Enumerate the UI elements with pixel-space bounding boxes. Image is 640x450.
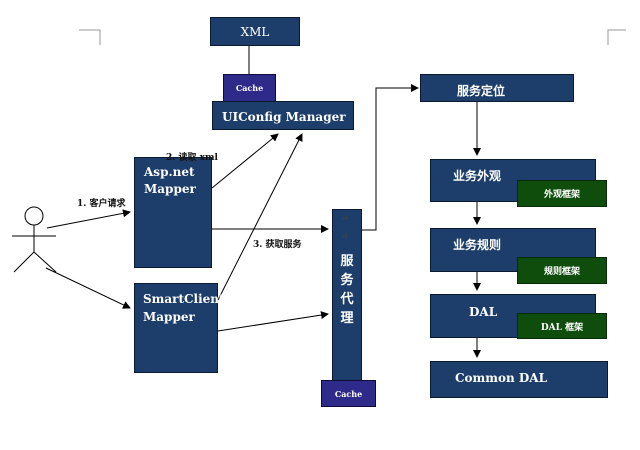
service-proxy-label: 服 务 代 理 [337, 252, 357, 328]
uiconfig-manager-label: UIConfig Manager [222, 110, 346, 124]
xml-box: XML [210, 17, 300, 46]
step1-label: 1. 客户请求 [77, 199, 126, 209]
arrow-proxy-to-locator [362, 84, 419, 231]
service-proxy-char-2: 务 [340, 273, 354, 288]
arrow-smartclient-to-proxy [217, 311, 329, 332]
smartclient-mapper-box: SmartClient Mapper [134, 283, 225, 373]
aspnet-mapper-label-1: Asp.net [144, 165, 195, 179]
xml-box-label: XML [240, 25, 270, 39]
arrow-smartclient-to-uiconfig [217, 133, 303, 301]
proxy-cache-label: Cache [334, 388, 363, 399]
paragraph-mark-1: ↵ [341, 214, 349, 224]
rules-framework-label: 规则框架 [543, 267, 580, 277]
service-proxy-char-3: 代 [340, 292, 354, 307]
uiconfig-cache-box: Cache [223, 74, 276, 102]
service-proxy-box [332, 209, 362, 389]
rules-framework-box: 规则框架 [517, 257, 607, 284]
paragraph-mark-2: ↵ [341, 232, 349, 242]
uiconfig-manager-box: UIConfig Manager [212, 101, 354, 130]
facade-framework-box: 外观框架 [517, 180, 607, 207]
common-dal-label: Common DAL [455, 371, 548, 385]
step3-label: 3. 获取服务 [253, 240, 302, 250]
aspnet-mapper-label-2: Mapper [144, 182, 196, 196]
user-actor-icon [12, 206, 57, 273]
page-corner-marks [79, 29, 626, 45]
facade-framework-label: 外观框架 [543, 190, 580, 200]
smartclient-mapper-label-1: SmartClient [143, 292, 225, 306]
business-rules-label: 业务规则 [453, 238, 502, 252]
business-facade-label: 业务外观 [453, 169, 502, 183]
service-proxy-char-4: 理 [340, 311, 354, 326]
smartclient-mapper-label-2: Mapper [143, 310, 195, 324]
step2-label: 2. 读取 xml [166, 153, 218, 163]
arrow-actor-to-aspnet [46, 209, 131, 229]
uiconfig-cache-label: Cache [235, 83, 264, 93]
proxy-cache-box: Cache [321, 380, 376, 407]
service-locator-label: 服务定位 [457, 84, 506, 98]
common-dal-box: Common DAL [430, 361, 608, 398]
service-locator-box: 服务定位 [420, 74, 574, 102]
service-proxy-char-1: 服 [340, 254, 354, 269]
dal-framework-label: DAL 框架 [540, 322, 584, 333]
dal-framework-box: DAL 框架 [517, 313, 607, 339]
dal-label: DAL [469, 305, 498, 319]
arrow-actor-to-smartclient [45, 267, 131, 309]
arrow-aspnet-to-uiconfig [211, 133, 279, 189]
aspnet-mapper-box: Asp.net Mapper [134, 157, 212, 268]
